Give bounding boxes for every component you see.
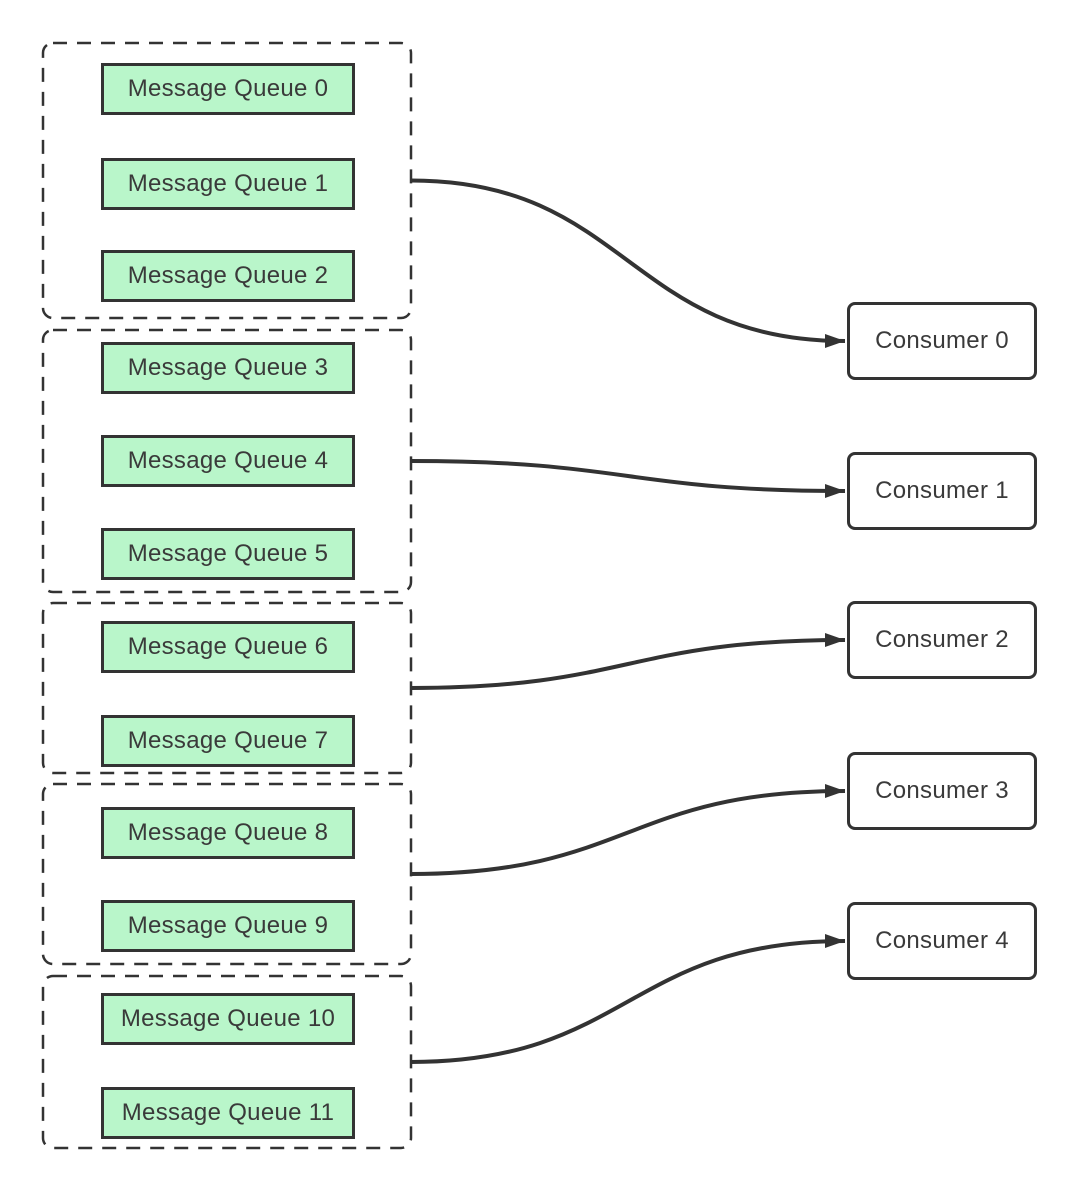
message-queue-node-3: Message Queue 3 <box>101 342 355 394</box>
arrow-group-1-to-consumer-1 <box>410 459 846 498</box>
message-queue-node-5: Message Queue 5 <box>101 528 355 580</box>
message-queue-node-11: Message Queue 11 <box>101 1087 355 1139</box>
message-queue-node-9: Message Queue 9 <box>101 900 355 952</box>
consumer-node-4: Consumer 4 <box>847 902 1037 980</box>
message-queue-node-2: Message Queue 2 <box>101 250 355 302</box>
arrow-group-0-to-consumer-0 <box>410 178 846 348</box>
arrow-group-4-to-consumer-4 <box>410 934 846 1064</box>
message-queue-node-7: Message Queue 7 <box>101 715 355 767</box>
arrow-group-2-to-consumer-2 <box>410 633 846 690</box>
message-queue-node-6: Message Queue 6 <box>101 621 355 673</box>
consumer-node-2: Consumer 2 <box>847 601 1037 679</box>
message-queue-node-8: Message Queue 8 <box>101 807 355 859</box>
consumer-node-3: Consumer 3 <box>847 752 1037 830</box>
arrow-group-3-to-consumer-3 <box>410 784 846 876</box>
consumer-node-0: Consumer 0 <box>847 302 1037 380</box>
message-queue-node-1: Message Queue 1 <box>101 158 355 210</box>
message-queue-node-0: Message Queue 0 <box>101 63 355 115</box>
message-queue-node-10: Message Queue 10 <box>101 993 355 1045</box>
consumer-node-1: Consumer 1 <box>847 452 1037 530</box>
message-queue-node-4: Message Queue 4 <box>101 435 355 487</box>
